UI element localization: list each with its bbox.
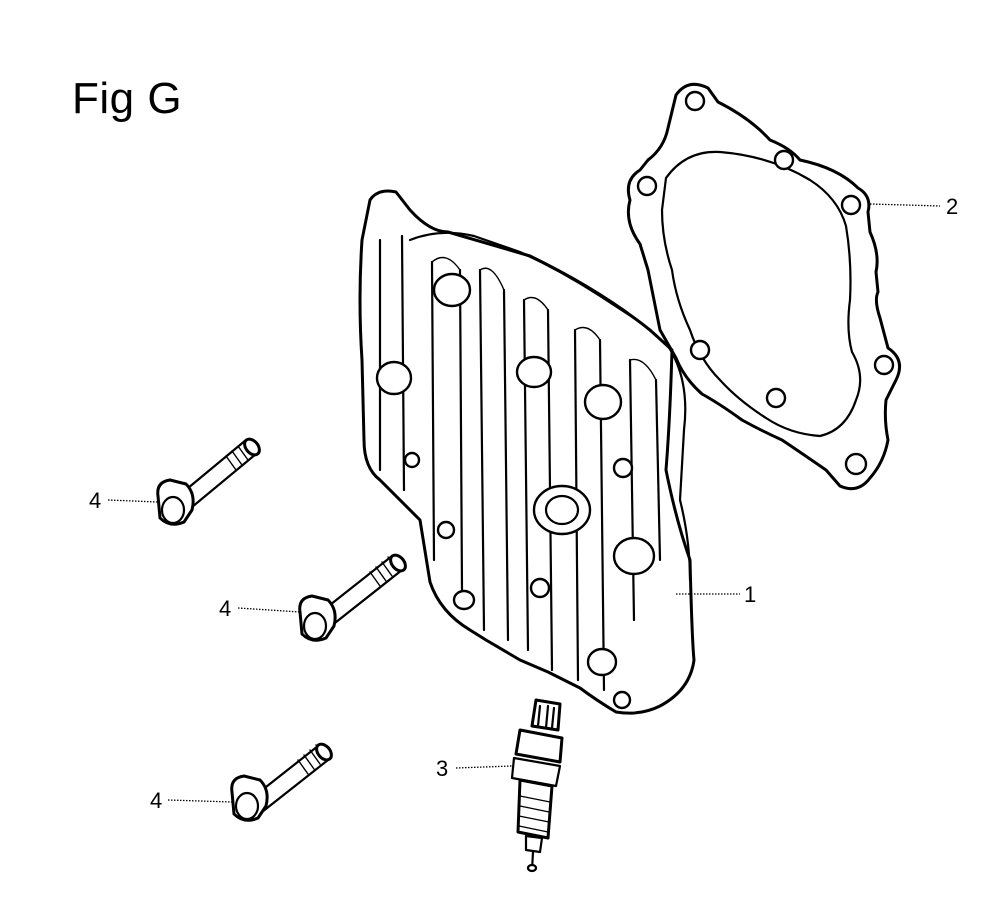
leader-line — [455, 765, 513, 769]
leader-line — [869, 203, 941, 207]
callout-number-4: 4 — [150, 788, 162, 813]
leader-line — [167, 799, 233, 803]
callout-number-4: 4 — [89, 488, 101, 513]
head-gasket-icon — [626, 82, 902, 491]
flange-bolt-icon — [156, 437, 261, 526]
figure-title: Fig G — [72, 74, 183, 123]
callout-number-3: 3 — [436, 756, 448, 781]
cylinder-head-icon — [358, 189, 696, 715]
callout-number-4: 4 — [219, 596, 231, 621]
callout-number-2: 2 — [946, 194, 958, 219]
flange-bolt-icon — [230, 742, 333, 822]
callout-number-1: 1 — [744, 582, 756, 607]
leader-line — [237, 607, 301, 613]
leader-line — [107, 499, 159, 503]
spark-plug-icon — [510, 698, 564, 873]
flange-bolt-icon — [298, 553, 407, 642]
